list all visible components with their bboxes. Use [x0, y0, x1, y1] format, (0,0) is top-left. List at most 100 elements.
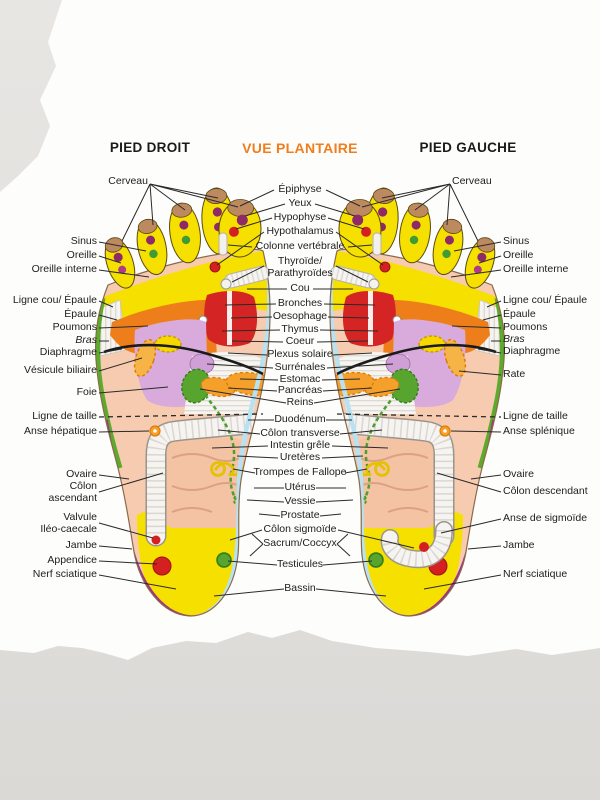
left-label-anse-hepatique: Anse hépatique: [24, 425, 97, 437]
cerveau-right-fan: [361, 183, 479, 242]
right-label-oreille: Oreille: [503, 249, 534, 261]
right-label-jambe: Jambe: [503, 539, 535, 551]
toe-dot: [118, 265, 127, 274]
colon-band: [145, 412, 269, 547]
ileocaecal-valve-dot: [151, 535, 161, 545]
toe-dot: [149, 249, 158, 259]
left-label-bras: Bras: [75, 334, 97, 346]
toe-dot: [212, 207, 222, 217]
center-label-colonne-vertebrale: Colonne vertébrale: [255, 240, 345, 252]
center-label-thymus: Thymus: [281, 323, 319, 335]
testicle-green-dot: [216, 552, 232, 568]
center-label-ureteres: Uretères: [279, 451, 321, 463]
center-label-sacrum-coccyx: Sacrum/Coccyx: [263, 537, 337, 549]
parathyroid-knob: [220, 278, 232, 290]
right-label-ligne-de-taille: Ligne de taille: [503, 410, 568, 422]
left-leader-lines: [98, 241, 177, 590]
center-label-bronches: Bronches: [277, 297, 323, 309]
sigmoid-red-dot: [419, 542, 429, 552]
left-label-sinus: Sinus: [70, 235, 97, 247]
leader-lines: [98, 183, 502, 597]
center-label-colon-sigmoide: Côlon sigmoïde: [263, 523, 337, 535]
center-label-epiphyse: Épiphyse: [278, 183, 322, 195]
center-label-trompes-de-fallope: Trompes de Fallope: [253, 466, 347, 478]
sigmoid-colon-band: [380, 521, 453, 569]
right-label-anse-de-sigmoide: Anse de sigmoïde: [503, 512, 588, 524]
toe-dot: [113, 252, 123, 262]
ureter-dashed-line: [204, 394, 238, 501]
toe-dot: [181, 235, 191, 245]
left-label-appendice: Appendice: [47, 554, 97, 566]
toe-tip: [171, 202, 193, 218]
center-label-intestin-grele: Intestin grêle: [269, 439, 331, 451]
center-label-plexus-solaire: Plexus solaire: [267, 348, 333, 360]
left-label-epaule: Épaule: [64, 308, 97, 320]
center-label-hypophyse: Hypophyse: [273, 211, 327, 223]
center-label-vessie: Vessie: [284, 495, 316, 507]
right-label-oreille-interne: Oreille interne: [503, 263, 569, 275]
right-label-poumons: Poumons: [503, 321, 548, 333]
right-label-ligne-cou-epaule: Ligne cou/ Épaule: [503, 294, 588, 306]
left-label-oreille-interne: Oreille interne: [31, 263, 97, 275]
right-label-nerf-sciatique: Nerf sciatique: [503, 568, 568, 580]
center-label-yeux: Yeux: [288, 197, 312, 209]
center-label-surrenales: Surrénales: [274, 361, 326, 373]
intestine-squiggles: [171, 453, 241, 513]
center-label-estomac: Estomac: [279, 373, 321, 385]
left-label-valvule-ileocaecale: Valvule Iléo-caecale: [40, 511, 97, 535]
hepatic-flexure-dot-center: [153, 429, 157, 433]
plantar-view-title: VUE PLANTAIRE: [242, 140, 358, 156]
spine-bar: [218, 232, 228, 256]
right-label-anse-splenique: Anse splénique: [503, 425, 575, 437]
left-label-colon-ascendant: Côlon ascendant: [48, 480, 97, 504]
eye-dot: [236, 214, 248, 226]
center-label-testicules: Testicules: [276, 558, 324, 570]
waistline-dashed: [98, 413, 502, 418]
right-label-ovaire: Ovaire: [503, 468, 534, 480]
right-foot-title: PIED DROIT: [109, 140, 191, 155]
ball-yellow-zone: [96, 250, 270, 344]
center-label-colon-transverse: Côlon transverse: [260, 427, 340, 439]
left-label-ovaire: Ovaire: [66, 468, 97, 480]
left-foot-title: PIED GAUCHE: [419, 140, 517, 155]
center-label-hypothalamus: Hypothalamus: [266, 225, 334, 237]
toe-tip: [137, 218, 158, 234]
center-label-thyroide-parathyroides: Thyroïde/ Parathyroïdes: [267, 255, 333, 279]
left-label-jambe: Jambe: [65, 539, 97, 551]
gallbladder-blob: [133, 338, 157, 378]
left-label-oreille: Oreille: [66, 249, 97, 261]
left-label-vesicule-biliaire: Vésicule biliaire: [24, 364, 97, 376]
center-label-reins: Reins: [286, 396, 314, 408]
center-label-uterus: Utérus: [284, 481, 316, 493]
left-label-ligne-de-taille: Ligne de taille: [32, 410, 97, 422]
left-label-nerf-sciatique: Nerf sciatique: [32, 568, 97, 580]
left-label-ligne-cou-epaule: Ligne cou/ Épaule: [12, 294, 97, 306]
right-leader-lines: [423, 241, 502, 590]
right-label-diaphragme: Diaphragme: [503, 345, 561, 357]
cerveau-left-fan: [121, 183, 239, 242]
left-label-foie: Foie: [76, 386, 97, 398]
cerveau-label-left: Cerveau: [108, 175, 148, 187]
toe-dot: [146, 235, 156, 245]
center-label-coeur: Coeur: [285, 335, 315, 347]
center-label-pancreas: Pancréas: [277, 384, 323, 396]
center-label-duodenum: Duodénum: [274, 413, 326, 425]
spine-blue-edge: [206, 257, 271, 615]
cerveau-label-right: Cerveau: [452, 175, 492, 187]
right-label-colon-descendant: Côlon descendant: [503, 485, 588, 497]
diaphragm-line: [103, 343, 264, 376]
center-label-cou: Cou: [290, 282, 310, 294]
center-label-bassin: Bassin: [284, 582, 316, 594]
oesophagus-band: [227, 291, 232, 345]
appendix-red-dot: [152, 556, 172, 576]
right-label-rate: Rate: [503, 368, 526, 380]
center-label-oesophage: Oesophage: [272, 310, 328, 322]
toe-dot: [179, 220, 189, 230]
right-label-sinus: Sinus: [503, 235, 530, 247]
left-label-poumons: Poumons: [52, 321, 97, 333]
center-leader-lines: [199, 189, 415, 597]
center-label-prostate: Prostate: [280, 509, 320, 521]
right-label-epaule: Épaule: [503, 308, 536, 320]
